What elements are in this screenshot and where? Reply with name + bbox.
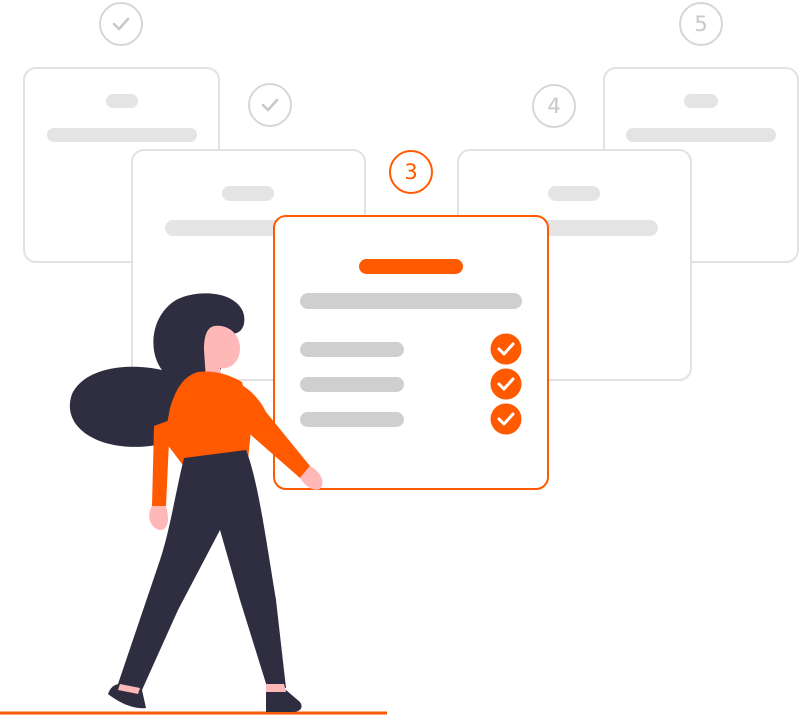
checkmark-icon [112,17,130,31]
checkmark-icon [497,412,515,426]
step-2-indicator[interactable] [248,83,292,127]
card-subtitle-bar [300,293,522,309]
step-number: 4 [547,94,561,118]
checklist-row [300,403,522,435]
step-3-indicator[interactable]: 3 [389,150,433,194]
step-4-indicator[interactable]: 4 [532,84,576,128]
shoe-right [266,690,302,712]
checkmark-icon [497,342,515,356]
checklist-row [300,368,522,400]
checkmark-icon [261,98,279,112]
face [204,325,240,380]
checkmark-icon [497,377,515,391]
step-card-3-active [273,215,549,490]
step-1-indicator[interactable] [99,2,143,46]
step-5-indicator[interactable]: 5 [679,2,723,46]
card-title-bar [359,259,463,274]
pants [118,450,286,690]
checklist-row [300,333,522,365]
woman-figure [69,293,323,712]
step-number: 3 [404,160,418,184]
step-number: 5 [694,12,708,36]
